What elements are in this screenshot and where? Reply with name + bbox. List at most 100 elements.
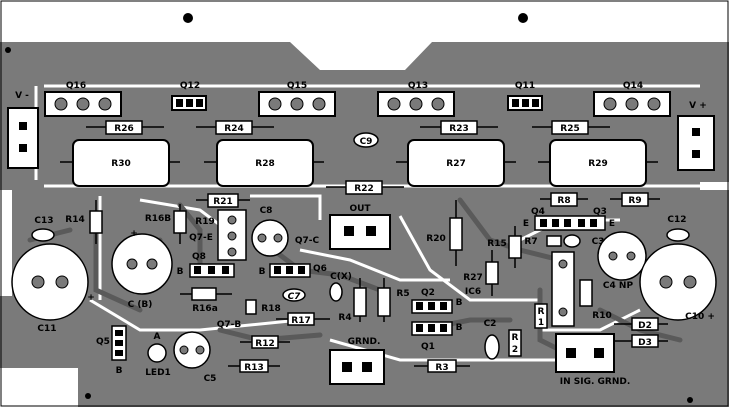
resistor-r15: R15 bbox=[487, 226, 522, 268]
connector-v-plus: V + bbox=[677, 101, 715, 171]
q15-label: Q15 bbox=[287, 81, 307, 91]
r18-label: R18 bbox=[261, 304, 280, 314]
resistor-r18: R18 bbox=[245, 299, 281, 315]
q7e-label: Q7-E bbox=[189, 233, 213, 243]
transistor-q1: Q1 B bbox=[411, 321, 463, 352]
r28-label: R28 bbox=[255, 159, 274, 169]
c11-plus-label: + bbox=[87, 293, 95, 303]
mounting-holes bbox=[5, 13, 693, 403]
transistor-q11: Q11 bbox=[507, 81, 543, 111]
transistor-q6: B Q6 bbox=[259, 263, 327, 278]
mounting-hole-tl bbox=[5, 47, 11, 53]
resistor-r17: R17 bbox=[276, 312, 330, 326]
resistor-r25: R25 bbox=[532, 120, 610, 135]
transistor-q8: B Q8 bbox=[177, 252, 235, 278]
diode-d2: D2 bbox=[614, 317, 668, 331]
q1-label: Q1 bbox=[421, 342, 435, 352]
q14-label: Q14 bbox=[623, 81, 643, 91]
capacitor-c4np: C4 NP bbox=[597, 231, 647, 291]
cx-label: C(X) bbox=[330, 272, 352, 282]
q7c-label: Q7-C bbox=[295, 236, 320, 246]
q5-label: Q5 bbox=[96, 337, 110, 347]
capacitor-c3: C3 bbox=[563, 234, 604, 248]
v-minus-label: V - bbox=[15, 91, 29, 101]
q8-label: Q8 bbox=[192, 252, 206, 262]
capacitor-c12: C12 bbox=[666, 215, 690, 242]
r20-label: R20 bbox=[426, 234, 445, 244]
c10-label: C10 + bbox=[685, 312, 715, 322]
resistor-r12: R12 bbox=[240, 335, 290, 349]
resistor-r24: R24 bbox=[196, 120, 274, 135]
resistor-r9: R9 bbox=[610, 192, 660, 207]
c2-label: C2 bbox=[484, 319, 497, 329]
cb-plus-label: + bbox=[130, 229, 138, 239]
mounting-hole-right bbox=[518, 13, 528, 23]
capacitor-c9: C9 bbox=[353, 132, 379, 148]
resistor-r19-body bbox=[217, 209, 247, 261]
transistor-q5: Q5 B bbox=[96, 325, 127, 376]
connector-out: OUT bbox=[329, 204, 391, 250]
transistor-q12: Q12 bbox=[171, 81, 207, 111]
ic-chip bbox=[551, 251, 575, 327]
r4-label: R4 bbox=[338, 313, 351, 323]
resistor-r16a: R16a bbox=[180, 287, 232, 314]
connector-grnd: GRND. bbox=[329, 337, 385, 385]
r19-label: R19 bbox=[195, 217, 214, 227]
resistor-r3: R3 bbox=[414, 359, 470, 373]
transistor-q2: Q2 B bbox=[411, 288, 463, 314]
transistor-q13: Q13 bbox=[377, 81, 455, 117]
r1-number: 1 bbox=[538, 318, 544, 328]
connector-v-minus: V - bbox=[7, 91, 39, 169]
resistor-r2: R 2 bbox=[508, 329, 522, 357]
r30-label: R30 bbox=[111, 159, 130, 169]
q4-label: Q4 bbox=[531, 207, 545, 217]
capacitor-c8: C8 bbox=[251, 206, 289, 257]
capacitor-c5: C5 bbox=[173, 331, 217, 384]
led1: A LED1 bbox=[145, 332, 171, 378]
c7-label: C7 bbox=[288, 292, 302, 302]
connector-input: IN SIG. GRND. bbox=[555, 333, 630, 387]
mounting-hole-br bbox=[687, 397, 693, 403]
r2-label: R bbox=[512, 333, 519, 343]
d2-label: D2 bbox=[638, 321, 652, 331]
d3-label: D3 bbox=[638, 338, 652, 348]
out-label: OUT bbox=[349, 204, 371, 214]
q13-label: Q13 bbox=[408, 81, 428, 91]
c5-label: C5 bbox=[204, 374, 217, 384]
r27-small-label: R27 bbox=[463, 273, 482, 283]
led-anode-label: A bbox=[154, 332, 161, 342]
q3-label: Q3 bbox=[593, 207, 607, 217]
r8-label: R8 bbox=[557, 196, 570, 206]
r22-label: R22 bbox=[354, 184, 373, 194]
resistor-r7: R7 bbox=[524, 235, 562, 247]
capacitor-c13: C13 bbox=[31, 216, 55, 242]
c9-label: C9 bbox=[360, 137, 373, 147]
c11-label: C11 bbox=[37, 324, 56, 334]
q1-base-label: B bbox=[456, 323, 463, 333]
resistor-r29: R29 bbox=[538, 139, 658, 187]
grnd-label: GRND. bbox=[348, 337, 381, 347]
r5-label: R5 bbox=[396, 289, 409, 299]
q11-label: Q11 bbox=[515, 81, 535, 91]
q16-label: Q16 bbox=[66, 81, 86, 91]
resistor-r28: R28 bbox=[204, 139, 324, 187]
r14-label: R14 bbox=[65, 215, 84, 225]
resistor-r27-power: R27 bbox=[396, 139, 516, 187]
r10-label: R10 bbox=[592, 311, 611, 321]
q6-label: Q6 bbox=[313, 264, 327, 274]
mounting-hole-bl bbox=[85, 393, 91, 399]
r9-label: R9 bbox=[628, 196, 641, 206]
resistor-r21: R21 bbox=[196, 193, 250, 208]
ic6-label: IC6 bbox=[465, 287, 481, 297]
r24-label: R24 bbox=[224, 124, 243, 134]
resistor-r13: R13 bbox=[228, 359, 280, 373]
resistor-r20: R20 bbox=[426, 200, 463, 266]
r7-label: R7 bbox=[524, 237, 537, 247]
resistor-r10: R10 bbox=[579, 279, 612, 321]
capacitor-c11: C11 + bbox=[11, 243, 95, 334]
q3-emitter-label: E bbox=[609, 219, 615, 229]
resistor-r8: R8 bbox=[540, 192, 588, 207]
q6-base-label: B bbox=[259, 267, 266, 277]
c8-label: C8 bbox=[260, 206, 273, 216]
resistor-r4: R4 bbox=[338, 278, 367, 323]
